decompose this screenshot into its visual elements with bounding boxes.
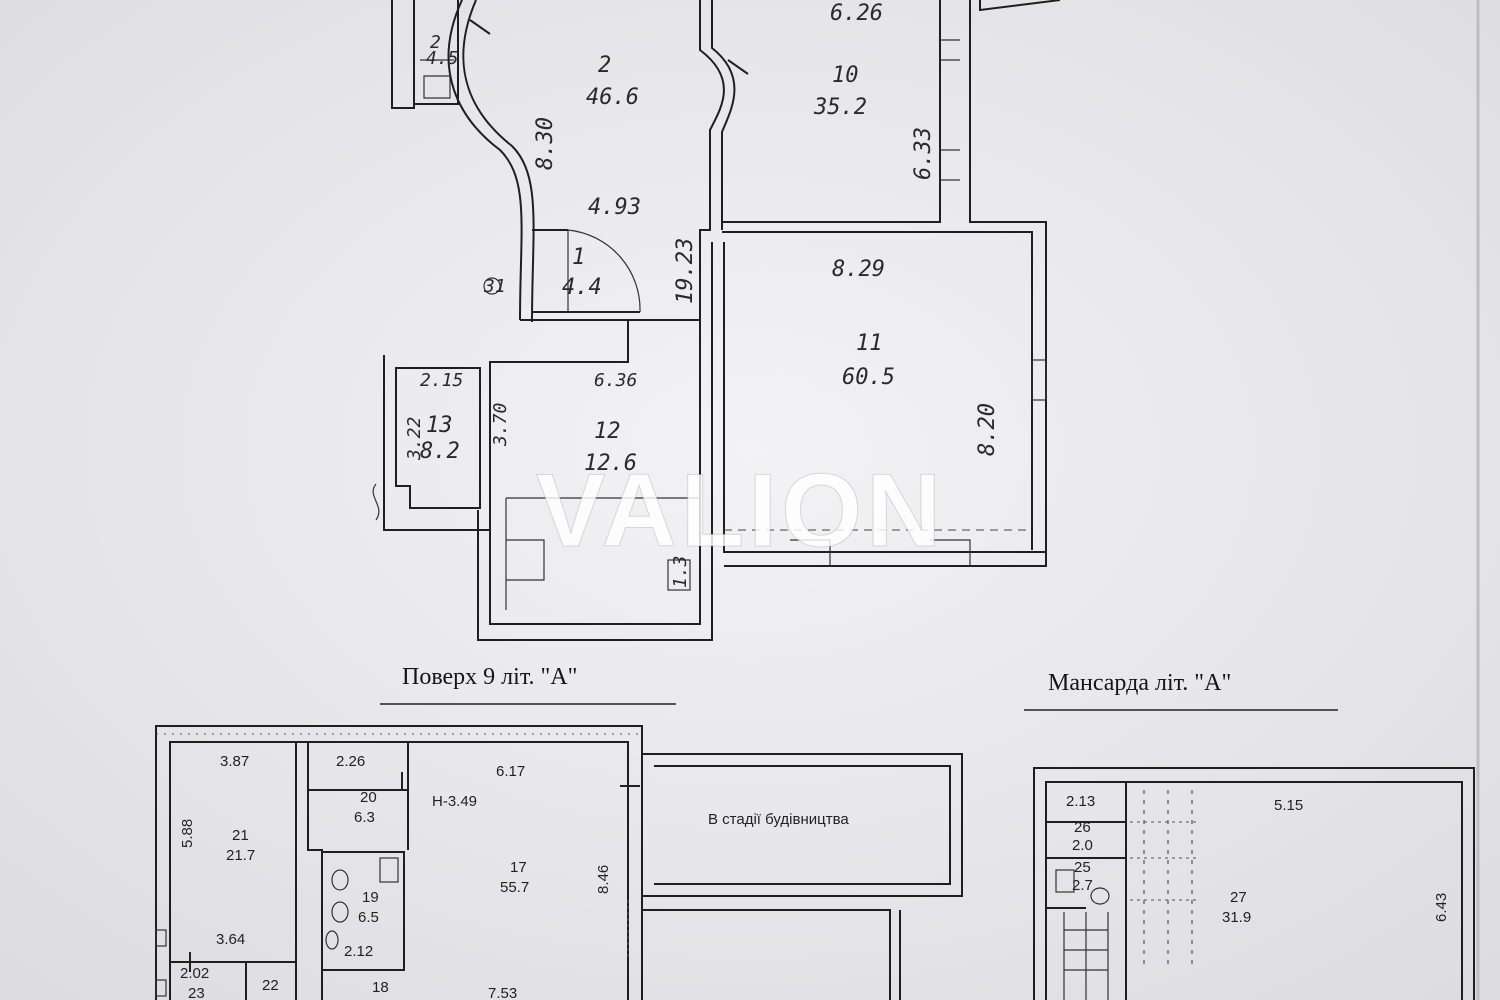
room-23-number: 23 (188, 985, 205, 1000)
dim-2-15: 2.15 (420, 370, 463, 391)
dim-3-87: 3.87 (220, 753, 249, 770)
room-26-area: 2.0 (1072, 837, 1093, 854)
dim-6-17: 6.17 (496, 763, 525, 780)
room-17-area: 55.7 (500, 879, 529, 896)
dim-2-13: 2.13 (1066, 793, 1095, 810)
dim-2-26: 2.26 (336, 753, 365, 770)
room-17-number: 17 (510, 859, 527, 876)
room-20-area: 6.3 (354, 809, 375, 826)
room-small-walls (391, 0, 459, 109)
room-1-area: 4.4 (562, 275, 602, 300)
dim-6-36: 6.36 (594, 370, 637, 391)
room-2-walls (447, 0, 749, 323)
room-2-area: 46.6 (586, 85, 639, 110)
room-21-number: 21 (232, 827, 249, 844)
dim-8-46: 8.46 (595, 865, 612, 894)
room-25-area: 2.7 (1072, 877, 1093, 894)
room-12-13-walls (372, 320, 701, 625)
watermark: VALION (536, 453, 945, 569)
dim-7-53: 7.53 (488, 985, 517, 1000)
room-21-area: 21.7 (226, 847, 255, 864)
dim-8-30: 8.30 (533, 117, 558, 170)
lower-plan: 3.87 2.26 6.17 5.88 21 21.7 20 6.3 H-3.4… (155, 725, 963, 1000)
dim-8-29: 8.29 (832, 257, 885, 282)
room-small-number: 2 (430, 32, 441, 53)
dim-5-15: 5.15 (1274, 797, 1303, 814)
room-10-number: 10 (832, 63, 859, 88)
dim-6-33: 6.33 (911, 127, 936, 180)
dim-2-12: 2.12 (344, 943, 373, 960)
room-27-area: 31.9 (1222, 909, 1251, 926)
room-19-area: 6.5 (358, 909, 379, 926)
room-10-area: 35.2 (813, 95, 867, 120)
room-27-number: 27 (1230, 889, 1247, 906)
attic-plan: 2.13 26 2.0 25 2.7 5.15 27 31.9 6.43 (1033, 767, 1475, 1000)
room-20-number: 20 (360, 789, 377, 806)
dim-3-22: 3.22 (404, 417, 425, 461)
dim-6-26: 6.26 (830, 1, 883, 26)
dim-3-70: 3.70 (490, 403, 511, 447)
room-1-walls (483, 229, 700, 321)
mark-31: 31 (483, 276, 506, 297)
room-11-area: 60.5 (842, 365, 895, 390)
room-small-area: 4.5 (426, 48, 459, 69)
room-11-walls (477, 242, 1047, 641)
dim-3-64: 3.64 (216, 931, 245, 948)
floor9-plan: 2 4.5 2 46.6 6.26 10 35.2 8.30 4.93 6.33… (372, 0, 1061, 641)
attic-caption: Мансарда літ. "А" (1048, 670, 1231, 696)
height-mark: H-3.49 (432, 793, 477, 810)
dim-4-93: 4.93 (588, 195, 641, 220)
room-26-number: 26 (1074, 819, 1091, 836)
room-22-number: 22 (262, 977, 279, 994)
room-18-number: 18 (372, 979, 389, 996)
room-19-number: 19 (362, 889, 379, 906)
room-25-number: 25 (1074, 859, 1091, 876)
room-12-number: 12 (594, 419, 621, 444)
room-13-area: 8.2 (420, 439, 460, 464)
mark-1-3: 1.3 (670, 555, 691, 588)
room-12-area: 12.6 (584, 451, 637, 476)
dim-8-20: 8.20 (975, 403, 1000, 456)
floor9-caption: Поверх 9 літ. "А" (402, 664, 577, 690)
room-13-number: 13 (426, 413, 453, 438)
room-2-number: 2 (598, 53, 611, 78)
dim-2-02: 2.02 (180, 965, 209, 982)
dim-5-88: 5.88 (179, 819, 196, 848)
room-11-number: 11 (856, 331, 883, 356)
construction-label: В стадії будівництва (708, 811, 849, 828)
dim-19-23: 19.23 (673, 238, 698, 304)
room-1-number: 1 (572, 245, 585, 270)
dim-6-43: 6.43 (1433, 893, 1450, 922)
